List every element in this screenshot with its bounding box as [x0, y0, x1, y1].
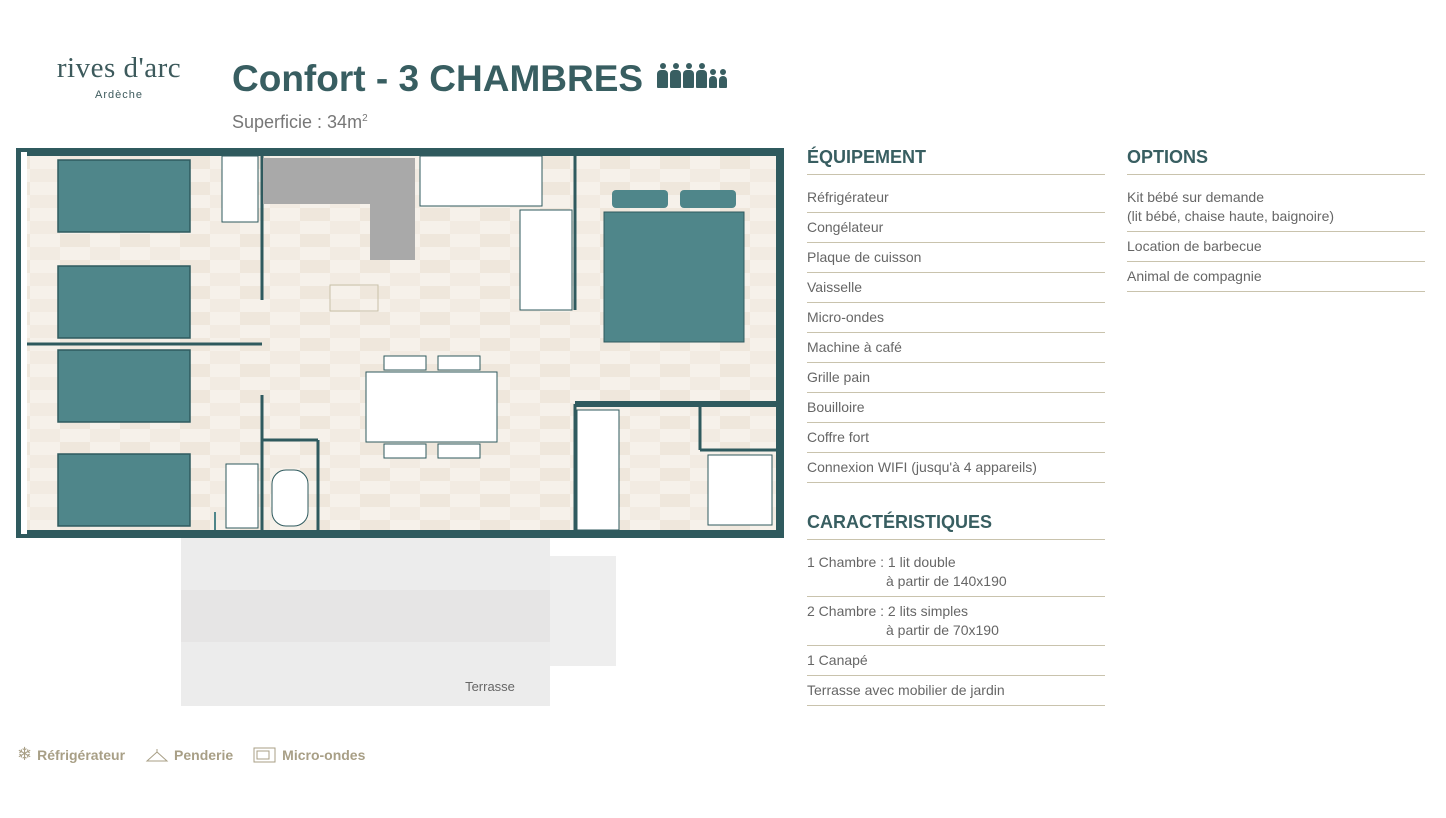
title-text: Confort - 3 CHAMBRES: [232, 58, 644, 99]
terrace-label: Terrasse: [465, 679, 515, 694]
floor-plan: Terrasse: [16, 148, 784, 706]
list-item: Coffre fort: [807, 423, 1105, 453]
list-item: Réfrigérateur: [807, 183, 1105, 213]
logo-region: Ardèche: [95, 89, 143, 101]
equipment-title: ÉQUIPEMENT: [807, 147, 1105, 175]
features-title: CARACTÉRISTIQUES: [807, 512, 1105, 540]
bed-double: [603, 211, 745, 343]
microwave-icon: [253, 747, 276, 762]
hanger-icon: [145, 748, 169, 761]
list-item: Animal de compagnie: [1127, 262, 1425, 292]
surface: Superficie : 34m2: [232, 112, 368, 132]
page-title: Confort - 3 CHAMBRES: [232, 58, 728, 100]
dining-table: [365, 371, 498, 443]
list-item: Kit bébé sur demande(lit bébé, chaise ha…: [1127, 183, 1425, 232]
bed-single: [57, 159, 191, 527]
terrace: Terrasse: [181, 538, 616, 706]
list-item: Vaisselle: [807, 273, 1105, 303]
list-item: Micro-ondes: [807, 303, 1105, 333]
list-item: Congélateur: [807, 213, 1105, 243]
list-item: Location de barbecue: [1127, 232, 1425, 262]
list-item: Plaque de cuisson: [807, 243, 1105, 273]
list-item: 1 Canapé: [807, 646, 1105, 676]
list-item: Grille pain: [807, 363, 1105, 393]
legend: ❄Réfrigérateur Penderie Micro-ondes: [17, 744, 366, 764]
logo-name: rives d'arc: [56, 52, 182, 84]
options-section: OPTIONS Kit bébé sur demande(lit bébé, c…: [1127, 147, 1425, 292]
equipment-section: ÉQUIPEMENT Réfrigérateur Congélateur Pla…: [807, 147, 1105, 483]
list-item: Machine à café: [807, 333, 1105, 363]
people-capacity-icon: [657, 63, 728, 88]
list-item: Connexion WIFI (jusqu'à 4 appareils): [807, 453, 1105, 483]
list-item: Bouilloire: [807, 393, 1105, 423]
sofa: [263, 158, 415, 260]
features-section: CARACTÉRISTIQUES 1 Chambre : 1 lit doubl…: [807, 512, 1105, 706]
snowflake-icon: ❄: [17, 744, 33, 764]
options-title: OPTIONS: [1127, 147, 1425, 175]
logo: rives d'arc Ardèche: [34, 52, 204, 101]
list-item: Terrasse avec mobilier de jardin: [807, 676, 1105, 706]
